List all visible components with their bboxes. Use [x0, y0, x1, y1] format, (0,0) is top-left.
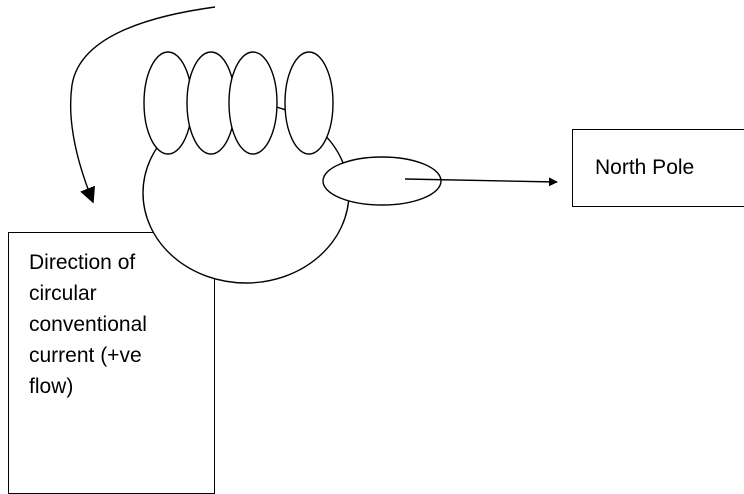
finger-3	[229, 52, 277, 154]
finger-2	[187, 52, 235, 154]
thumb	[323, 157, 441, 205]
finger-1	[144, 52, 192, 154]
north-pole-label-box: North Pole	[572, 129, 744, 207]
north-pole-label: North Pole	[595, 152, 694, 183]
finger-4	[285, 52, 333, 154]
